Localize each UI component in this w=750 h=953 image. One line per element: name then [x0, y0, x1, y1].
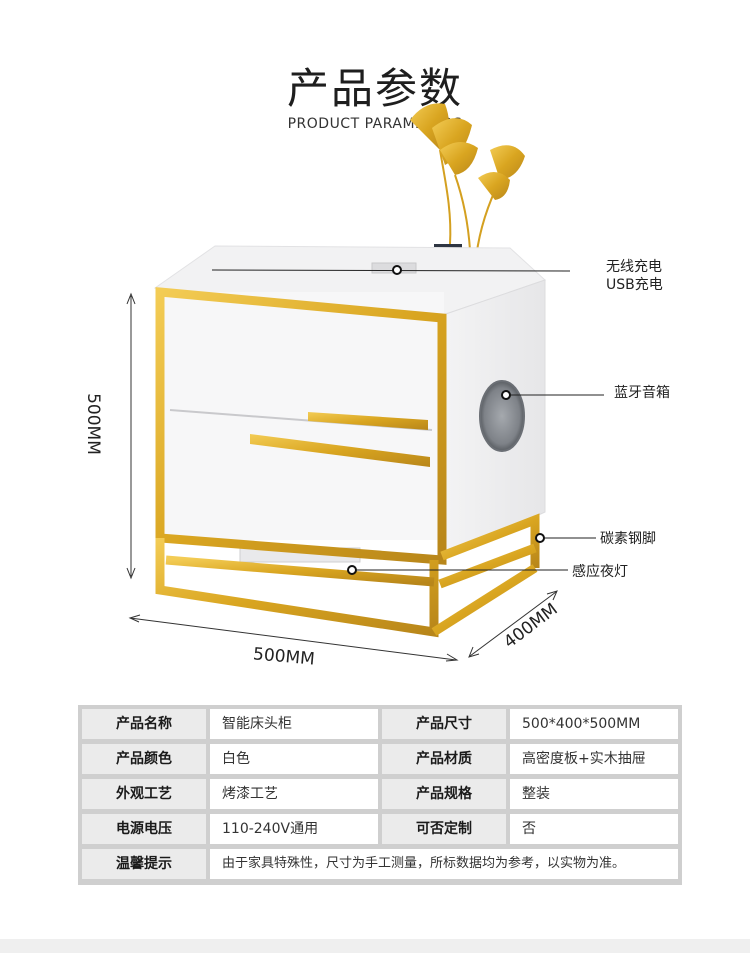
ginkgo-ornament-icon [410, 103, 525, 269]
spec-label: 产品规格 [382, 779, 506, 809]
spec-label: 产品尺寸 [382, 709, 506, 739]
notice-label: 温馨提示 [82, 849, 206, 879]
spec-value: 否 [510, 814, 678, 844]
spec-value: 整装 [510, 779, 678, 809]
dimension-height: 500MM [82, 393, 103, 455]
cabinet-front [160, 292, 444, 540]
nightstand-illustration [126, 103, 604, 662]
callout-usb-charging: USB充电 [606, 277, 663, 293]
speaker-icon [479, 380, 525, 452]
lower-handle [250, 434, 430, 467]
spec-label: 可否定制 [382, 814, 506, 844]
spec-row: 外观工艺 烤漆工艺 产品规格 整装 [82, 779, 678, 809]
spec-row: 产品名称 智能床头柜 产品尺寸 500*400*500MM [82, 709, 678, 739]
notice-value: 由于家具特殊性，尺寸为手工测量，所标数据均为参考，以实物为准。 [210, 849, 678, 879]
spec-value: 烤漆工艺 [210, 779, 378, 809]
dimension-lines [126, 292, 558, 662]
callout-night-light: 感应夜灯 [572, 564, 628, 580]
spec-row: 电源电压 110-240V通用 可否定制 否 [82, 814, 678, 844]
footer-band [0, 939, 750, 953]
gold-frame [155, 287, 540, 638]
spec-value: 110-240V通用 [210, 814, 378, 844]
spec-row-notice: 温馨提示 由于家具特殊性，尺寸为手工测量，所标数据均为参考，以实物为准。 [82, 849, 678, 879]
callout-legs: 碳素钢脚 [600, 531, 656, 547]
spec-value: 智能床头柜 [210, 709, 378, 739]
spec-label: 产品颜色 [82, 744, 206, 774]
spec-label: 产品材质 [382, 744, 506, 774]
spec-label: 外观工艺 [82, 779, 206, 809]
spec-table: 产品名称 智能床头柜 产品尺寸 500*400*500MM 产品颜色 白色 产品… [78, 705, 682, 885]
spec-row: 产品颜色 白色 产品材质 高密度板+实木抽屉 [82, 744, 678, 774]
callout-dots [347, 265, 545, 575]
spec-value: 高密度板+实木抽屉 [510, 744, 678, 774]
upper-handle [308, 412, 428, 430]
callout-speaker: 蓝牙音箱 [614, 385, 670, 401]
callout-wireless-charging: 无线充电 [606, 259, 662, 275]
spec-value: 白色 [210, 744, 378, 774]
callout-lines [211, 269, 604, 571]
spec-value: 500*400*500MM [510, 709, 678, 739]
callout-charging: 无线充电 USB充电 [606, 258, 663, 294]
spec-label: 电源电压 [82, 814, 206, 844]
spec-label: 产品名称 [82, 709, 206, 739]
